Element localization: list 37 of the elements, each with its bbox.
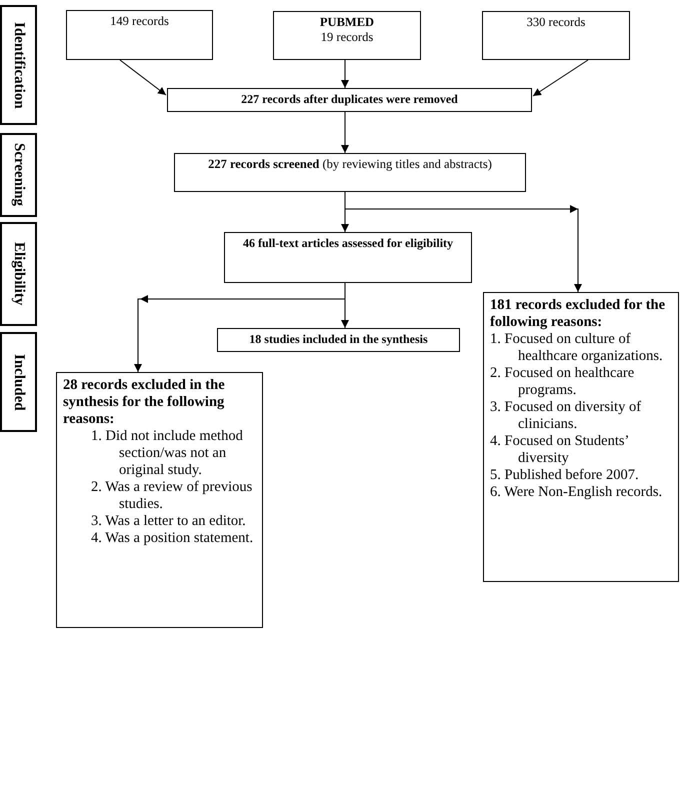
database-name: PUBMED — [320, 15, 374, 30]
record-count: 149 records — [110, 14, 169, 29]
process-box — [174, 153, 526, 192]
box-heading: 181 records excluded for the following reasons: — [490, 297, 666, 331]
list-item: 4. Focused on Students’ diversity — [490, 433, 630, 467]
exclusion-box — [56, 372, 263, 628]
box-heading: 28 records excluded in the synthesis for the following reasons: — [63, 377, 226, 428]
source-box — [66, 10, 213, 60]
stage-label — [0, 222, 37, 326]
stage-label-text: Screening — [11, 143, 26, 207]
list-item: 5. Published before 2007. — [490, 467, 640, 484]
stage-label — [0, 5, 37, 125]
list-item: 2. Focused on healthcare programs. — [490, 365, 636, 399]
box-text: 227 records screened (by reviewing titles and abstracts) — [208, 157, 492, 172]
list-item: 6. Were Non-English records. — [490, 484, 664, 501]
list-item: 4. Was a position statement. — [90, 530, 254, 547]
list-item: 3. Focused on diversity of clinicians. — [490, 399, 642, 433]
process-box — [224, 232, 472, 283]
exclusion-box — [483, 292, 679, 582]
source-box — [273, 11, 421, 60]
box-text: 18 studies included in the synthesis — [249, 332, 428, 347]
box-text: 227 records after duplicates were removed — [241, 92, 458, 107]
box-text: 46 full-text articles assessed for eligibility — [242, 236, 454, 251]
source-box — [482, 11, 630, 60]
stage-label — [0, 133, 37, 217]
process-box — [217, 328, 460, 352]
process-box — [167, 88, 532, 112]
list-item: 3. Was a letter to an editor. — [90, 513, 247, 530]
stage-label-text: Identification — [11, 22, 26, 108]
stage-label — [0, 332, 37, 432]
stage-label-text: Eligibility — [11, 242, 26, 306]
list-item: 1. Focused on culture of healthcare organizations. — [490, 331, 664, 365]
list-item: 2. Was a review of previous studies. — [90, 479, 254, 513]
list-item: 1. Did not include method section/was not an original study. — [90, 428, 244, 479]
record-count: 19 records — [320, 30, 374, 45]
stage-label-text: Included — [11, 354, 26, 410]
record-count: 330 records — [526, 15, 586, 30]
